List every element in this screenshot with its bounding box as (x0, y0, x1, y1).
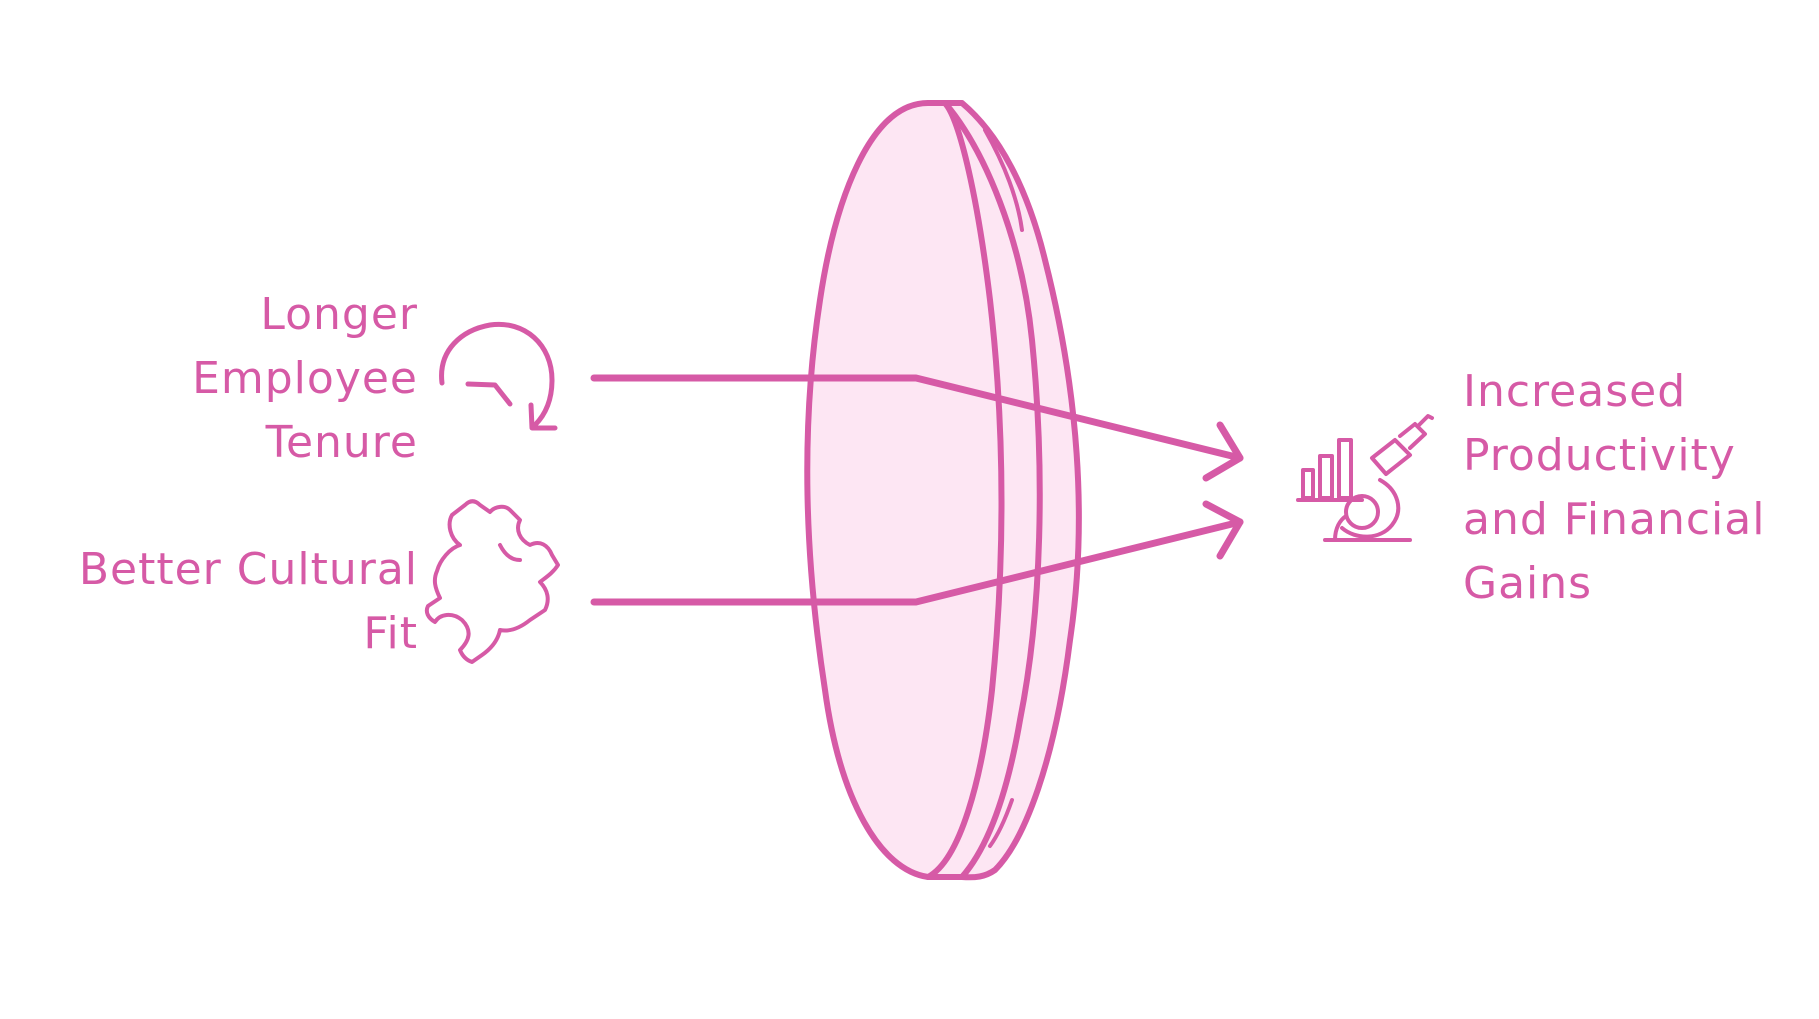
label-line: Increased (1463, 360, 1765, 424)
productivity-microscope-chart-icon (1298, 416, 1432, 540)
label-line: Productivity (1463, 424, 1765, 488)
refresh-arrow-icon (442, 324, 555, 428)
lens-front-face (807, 103, 1001, 877)
input-label-tenure: Longer Employee Tenure (192, 283, 418, 475)
label-line: Longer (192, 283, 418, 347)
output-label: Increased Productivity and Financial Gai… (1463, 360, 1765, 616)
label-line: Tenure (192, 411, 418, 475)
input-label-cultural-fit: Better Cultural Fit (79, 538, 418, 666)
label-line: and Financial (1463, 488, 1765, 552)
label-line: Employee (192, 347, 418, 411)
label-line: Gains (1463, 552, 1765, 616)
puzzle-piece-icon (427, 501, 558, 662)
label-line: Fit (79, 602, 418, 666)
label-line: Better Cultural (79, 538, 418, 602)
